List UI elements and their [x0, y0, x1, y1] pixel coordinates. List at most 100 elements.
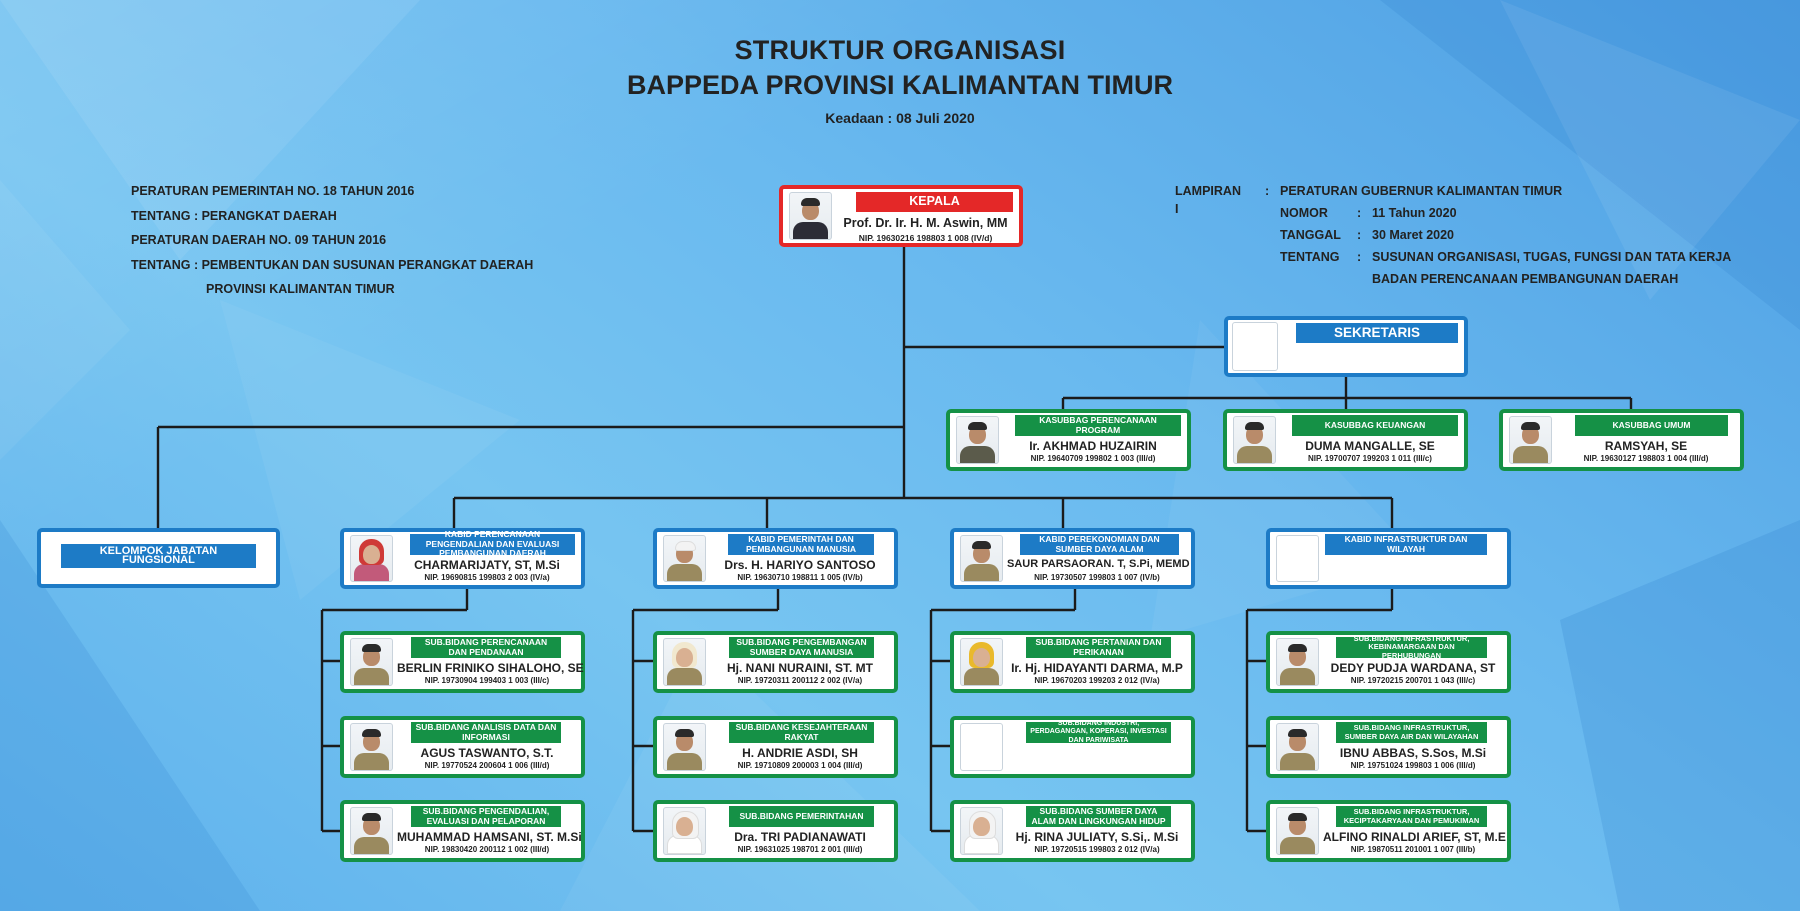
position-title: KELOMPOK JABATAN FUNGSIONAL — [61, 544, 256, 568]
avatar-placeholder — [1232, 322, 1278, 371]
position-title: SUB.BIDANG SUMBER DAYA ALAM DAN LINGKUNG… — [1026, 806, 1171, 827]
regulation-line: PERATURAN PEMERINTAH NO. 18 TAHUN 2016 — [131, 184, 415, 198]
kasubbag-card[interactable]: KASUBBAG PERENCANAAN PROGRAM Ir. AKHMAD … — [946, 409, 1191, 471]
kabid-card[interactable]: KABID INFRASTRUKTUR DAN WILAYAH — [1266, 528, 1511, 589]
person-nip: NIP. 19710809 200003 1 004 (III/d) — [737, 761, 863, 770]
avatar — [960, 535, 1003, 582]
subbidang-card[interactable]: SUB.BIDANG PERTANIAN DAN PERIKANAN Ir. H… — [950, 631, 1195, 693]
person-nip: NIP. 19631025 198701 2 001 (III/d) — [737, 845, 863, 854]
person-name: SAUR PARSAORAN. T, S.Pi, MEMD — [1007, 558, 1190, 570]
person-name: Hj. RINA JULIATY, S.Si,. M.Si — [1015, 830, 1179, 844]
position-title: SUB.BIDANG PENGENDALIAN, EVALUASI DAN PE… — [411, 806, 561, 827]
regulation-line: TENTANG : PEMBENTUKAN DAN SUSUNAN PERANG… — [131, 257, 534, 272]
tentang-value: BADAN PERENCANAAN PEMBANGUNAN DAERAH — [1372, 272, 1679, 286]
person-nip: NIP. 19690815 199803 2 003 (IV/a) — [424, 573, 550, 582]
position-title: SUB.BIDANG PERTANIAN DAN PERIKANAN — [1026, 637, 1171, 658]
avatar — [350, 723, 393, 771]
subbidang-card[interactable]: SUB.BIDANG SUMBER DAYA ALAM DAN LINGKUNG… — [950, 800, 1195, 862]
person-name: Drs. H. HARIYO SANTOSO — [724, 558, 876, 572]
tentang-value: SUSUNAN ORGANISASI, TUGAS, FUNGSI DAN TA… — [1372, 250, 1732, 264]
person-nip: NIP. 19630710 198811 1 005 (IV/b) — [737, 573, 863, 582]
person-nip: NIP. 19751024 199803 1 006 (III/d) — [1350, 761, 1476, 770]
kabid-card[interactable]: KABID PEMERINTAH DAN PEMBANGUNAN MANUSIA… — [653, 528, 898, 589]
avatar — [350, 535, 393, 582]
colon: : — [1357, 250, 1362, 264]
subbidang-card[interactable]: SUB.BIDANG KESEJAHTERAAN RAKYAT H. ANDRI… — [653, 716, 898, 778]
person-nip: NIP. 19640709 199802 1 003 (III/d) — [1030, 454, 1156, 463]
person-name: Prof. Dr. Ir. H. M. Aswin, MM — [843, 216, 1008, 230]
position-title: SEKRETARIS — [1296, 323, 1458, 343]
subbidang-card[interactable]: SUB.BIDANG PENGEMBANGAN SUMBER DAYA MANU… — [653, 631, 898, 693]
avatar — [960, 638, 1003, 686]
regulation-line: PERATURAN DAERAH NO. 09 TAHUN 2016 — [131, 233, 387, 247]
person-nip: NIP. 19700707 199203 1 011 (III/c) — [1308, 454, 1432, 463]
avatar-placeholder — [1276, 535, 1319, 582]
avatar — [1276, 638, 1319, 686]
colon: : — [1265, 184, 1270, 198]
person-name: Ir. AKHMAD HUZAIRIN — [1029, 439, 1157, 453]
person-name: Hj. NANI NURAINI, ST. MT — [727, 661, 873, 675]
avatar — [960, 807, 1003, 855]
avatar — [663, 807, 706, 855]
person-nip: NIP. 19720515 199803 2 012 (IV/a) — [1034, 845, 1160, 854]
colon: : — [1357, 206, 1362, 220]
sekretaris-card[interactable]: SEKRETARIS — [1224, 316, 1468, 377]
subbidang-card[interactable]: SUB.BIDANG INDUSTRI, PERDAGANGAN, KOPERA… — [950, 716, 1195, 778]
position-title: KASUBBAG KEUANGAN — [1292, 415, 1458, 436]
person-name: IBNU ABBAS, S.Sos, M.Si — [1339, 746, 1487, 760]
chart-subtitle: BAPPEDA PROVINSI KALIMANTAN TIMUR — [627, 70, 1173, 100]
nomor-label: NOMOR — [1280, 206, 1328, 220]
person-nip: NIP. 19870511 201001 1 007 (III/b) — [1350, 845, 1476, 854]
position-title: SUB.BIDANG PENGEMBANGAN SUMBER DAYA MANU… — [729, 637, 874, 658]
regulations-block: PERATURAN PEMERINTAH NO. 18 TAHUN 2016 T… — [131, 182, 533, 305]
person-name: AGUS TASWANTO, S.T. — [420, 746, 554, 760]
avatar — [1233, 416, 1276, 464]
lampiran-value: PERATURAN GUBERNUR KALIMANTAN TIMUR — [1280, 184, 1563, 198]
subbidang-card[interactable]: SUB.BIDANG INFRASTRUKTUR, KEBINAMARGAAN … — [1266, 631, 1511, 693]
kabid-card[interactable]: KABID PEREKONOMIAN DAN SUMBER DAYA ALAM … — [950, 528, 1195, 589]
person-name: MUHAMMAD HAMSANI, ST. M.Si — [397, 830, 582, 844]
chart-date: Keadaan : 08 Juli 2020 — [825, 110, 975, 126]
subbidang-card[interactable]: SUB.BIDANG PEMERINTAHAN Dra. TRI PADIANA… — [653, 800, 898, 862]
tentang-label: TENTANG — [1280, 250, 1340, 264]
person-nip: NIP. 19830420 200112 1 002 (III/d) — [424, 845, 550, 854]
subbidang-card[interactable]: SUB.BIDANG INFRASTRUKTUR, KECIPTAKARYAAN… — [1266, 800, 1511, 862]
position-title: KABID INFRASTRUKTUR DAN WILAYAH — [1325, 534, 1487, 555]
chart-title: STRUKTUR ORGANISASI — [734, 35, 1066, 65]
avatar — [1276, 723, 1319, 771]
kasubbag-card[interactable]: KASUBBAG KEUANGAN DUMA MANGALLE, SE NIP.… — [1223, 409, 1468, 471]
person-nip: NIP. 19720311 200112 2 002 (IV/a) — [737, 676, 863, 685]
position-title: KASUBBAG PERENCANAAN PROGRAM — [1015, 415, 1181, 436]
regulation-line: TENTANG : PERANGKAT DAERAH — [131, 208, 337, 223]
person-name: CHARMARIJATY, ST, M.Si — [414, 558, 560, 572]
tanggal-value: 30 Maret 2020 — [1372, 228, 1455, 242]
person-nip: NIP. 19630127 198803 1 004 (III/d) — [1583, 454, 1709, 463]
nomor-value: 11 Tahun 2020 — [1372, 206, 1457, 220]
avatar — [350, 807, 393, 855]
subbidang-card[interactable]: SUB.BIDANG ANALISIS DATA DAN INFORMASI A… — [340, 716, 585, 778]
avatar — [956, 416, 999, 464]
kepala-card[interactable]: KEPALA Prof. Dr. Ir. H. M. Aswin, MM NIP… — [779, 185, 1023, 247]
position-title: SUB.BIDANG PERENCANAAN DAN PENDANAAN — [411, 637, 561, 658]
avatar — [1509, 416, 1552, 464]
kasubbag-card[interactable]: KASUBBAG UMUM RAMSYAH, SE NIP. 19630127 … — [1499, 409, 1744, 471]
position-title: SUB.BIDANG KESEJAHTERAAN RAKYAT — [729, 722, 874, 743]
avatar — [663, 535, 706, 582]
avatar — [663, 638, 706, 686]
position-title: SUB.BIDANG INFRASTRUKTUR, KEBINAMARGAAN … — [1336, 634, 1487, 660]
position-title: KABID PEREKONOMIAN DAN SUMBER DAYA ALAM — [1020, 534, 1179, 555]
regulation-line: PROVINSI KALIMANTAN TIMUR — [206, 282, 395, 296]
subbidang-card[interactable]: SUB.BIDANG PENGENDALIAN, EVALUASI DAN PE… — [340, 800, 585, 862]
subbidang-card[interactable]: SUB.BIDANG PERENCANAAN DAN PENDANAAN BER… — [340, 631, 585, 693]
kabid-card[interactable]: KABID PERENCANAAN PENGENDALIAN DAN EVALU… — [340, 528, 585, 589]
person-name: ALFINO RINALDI ARIEF, ST, M.E — [1323, 830, 1506, 844]
person-nip: NIP. 19630216 198803 1 008 (IV/d) — [858, 233, 993, 243]
subbidang-card[interactable]: SUB.BIDANG INFRASTRUKTUR, SUMBER DAYA AI… — [1266, 716, 1511, 778]
avatar — [350, 638, 393, 686]
avatar — [663, 723, 706, 771]
person-name: RAMSYAH, SE — [1604, 439, 1688, 453]
person-name: DUMA MANGALLE, SE — [1305, 439, 1435, 453]
fungsional-card[interactable]: KELOMPOK JABATAN FUNGSIONAL — [37, 528, 280, 588]
person-nip: NIP. 19730904 199403 1 003 (III/c) — [424, 676, 550, 685]
